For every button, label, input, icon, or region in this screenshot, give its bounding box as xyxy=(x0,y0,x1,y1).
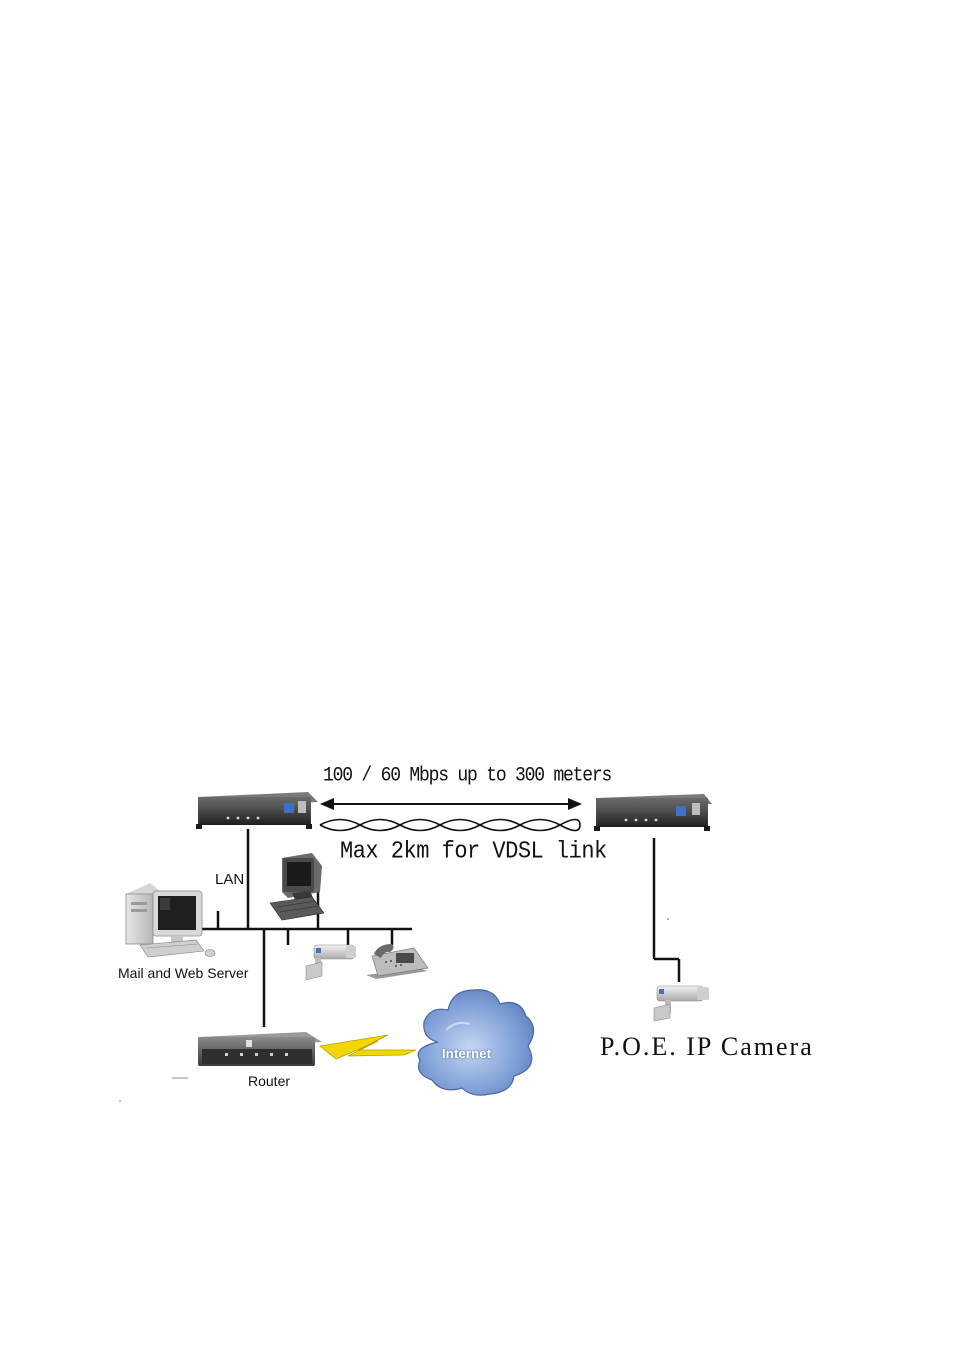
security-camera-icon xyxy=(305,944,356,981)
stray-dot xyxy=(667,918,669,920)
lightning-bolt-icon xyxy=(319,1034,417,1060)
router-label: Router xyxy=(248,1073,291,1089)
twisted-pair-cable xyxy=(319,818,581,832)
link-arrow xyxy=(320,798,582,810)
crt-monitor-icon xyxy=(269,853,325,921)
camera-label: P.O.E. IP Camera xyxy=(600,1032,814,1061)
link-distance-label: Max 2km for VDSL link xyxy=(340,837,607,866)
desktop-computer-icon xyxy=(125,883,216,958)
security-camera-icon xyxy=(653,985,709,1022)
vdsl-converter-left-icon xyxy=(196,792,318,829)
lan-wiring xyxy=(202,829,412,1027)
vdsl-converter-right-icon xyxy=(594,794,712,831)
router-icon xyxy=(198,1032,322,1066)
lan-label: LAN xyxy=(215,871,245,888)
server-label: Mail and Web Server xyxy=(118,965,249,981)
poe-wiring xyxy=(652,838,681,982)
stray-dot xyxy=(119,1100,121,1102)
internet-label: Internet xyxy=(442,1046,492,1061)
link-speed-label: 100 / 60 Mbps up to 300 meters xyxy=(323,764,612,788)
telephone-icon xyxy=(366,944,429,979)
cloud-icon xyxy=(417,989,535,1096)
